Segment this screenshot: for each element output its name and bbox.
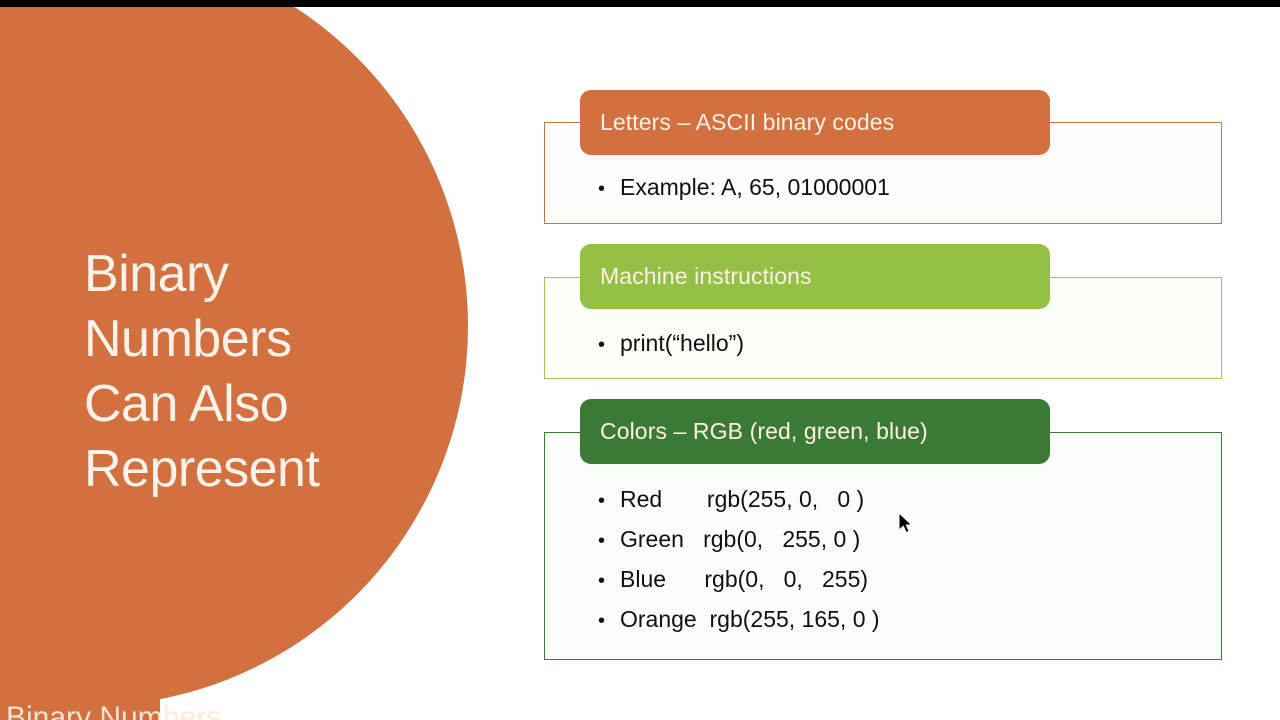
bullet-icon: • — [598, 490, 606, 512]
card-letters-header: Letters – ASCII binary codes — [580, 90, 1050, 155]
list-item: • print(“hello”) — [598, 330, 744, 356]
list-item-label: Blue rgb(0, 0, 255) — [620, 566, 869, 592]
page-title-line-2: Numbers — [84, 310, 292, 368]
bullet-icon: • — [598, 334, 606, 356]
card-colors-outline — [544, 432, 1222, 660]
page-title-line-3: Can Also — [84, 375, 289, 433]
list-item: • Orange rgb(255, 165, 0 ) — [598, 606, 880, 632]
list-item-label: print(“hello”) — [620, 330, 744, 356]
cropped-footer-text: Binary Numbers — [6, 701, 222, 720]
list-item-label: Green rgb(0, 255, 0 ) — [620, 526, 861, 552]
card-machine-header: Machine instructions — [580, 244, 1050, 309]
list-item-label: Example: A, 65, 01000001 — [620, 174, 890, 200]
list-item: • Blue rgb(0, 0, 255) — [598, 566, 880, 592]
card-colors-body: • Red rgb(255, 0, 0 ) • Green rgb(0, 255… — [598, 486, 880, 646]
list-item: • Example: A, 65, 01000001 — [598, 174, 890, 200]
bullet-icon: • — [598, 570, 606, 592]
list-item-label: Orange rgb(255, 165, 0 ) — [620, 606, 880, 632]
card-colors-header-label: Colors – RGB (red, green, blue) — [600, 418, 928, 444]
card-machine-header-label: Machine instructions — [600, 263, 812, 289]
page-title-line-1: Binary — [84, 245, 229, 303]
bullet-icon: • — [598, 530, 606, 552]
page-title-line-4: Represent — [84, 440, 320, 498]
list-item: • Red rgb(255, 0, 0 ) — [598, 486, 880, 512]
card-letters-body: • Example: A, 65, 01000001 — [598, 174, 890, 214]
list-item: • Green rgb(0, 255, 0 ) — [598, 526, 880, 552]
card-colors-header: Colors – RGB (red, green, blue) — [580, 399, 1050, 464]
card-letters-header-label: Letters – ASCII binary codes — [600, 109, 895, 135]
list-item-label: Red rgb(255, 0, 0 ) — [620, 486, 865, 512]
letterbox-bar-top — [0, 0, 1280, 7]
bullet-icon: • — [598, 610, 606, 632]
page-title: Binary Numbers Can Also Represent — [84, 242, 424, 502]
bullet-icon: • — [598, 178, 606, 200]
card-machine-body: • print(“hello”) — [598, 330, 744, 370]
